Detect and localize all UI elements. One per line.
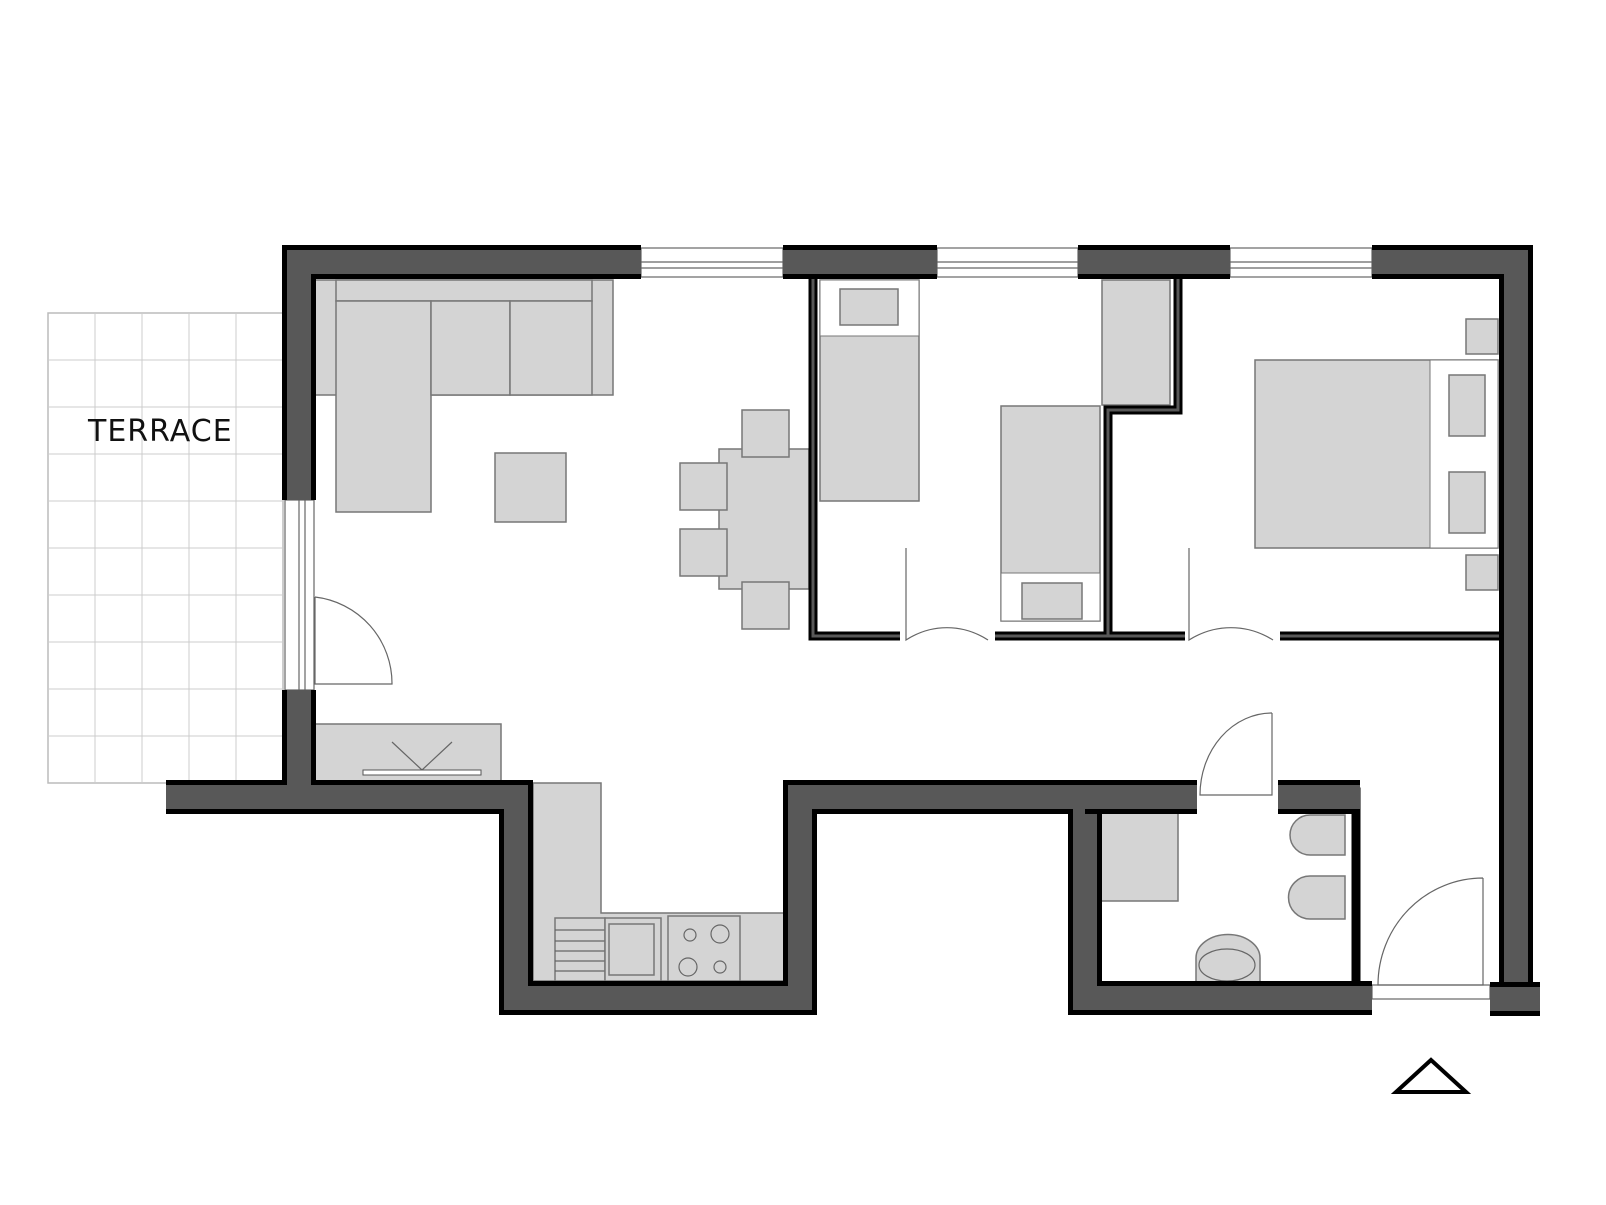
terrace: TERRACE bbox=[47, 312, 284, 784]
kitchen bbox=[532, 782, 787, 982]
exterior-walls bbox=[166, 245, 1540, 1016]
dining-set bbox=[679, 409, 810, 630]
terrace-label: TERRACE bbox=[87, 414, 233, 449]
living-sofa bbox=[314, 279, 614, 513]
master-bedroom-furniture bbox=[1254, 318, 1499, 591]
bedroom-2-furniture bbox=[819, 279, 1171, 622]
doors bbox=[314, 548, 1484, 986]
coffee-table bbox=[494, 452, 567, 523]
tv-unit bbox=[314, 723, 502, 783]
bathroom-fixtures bbox=[1096, 796, 1346, 989]
north-marker-icon bbox=[1390, 1057, 1472, 1094]
